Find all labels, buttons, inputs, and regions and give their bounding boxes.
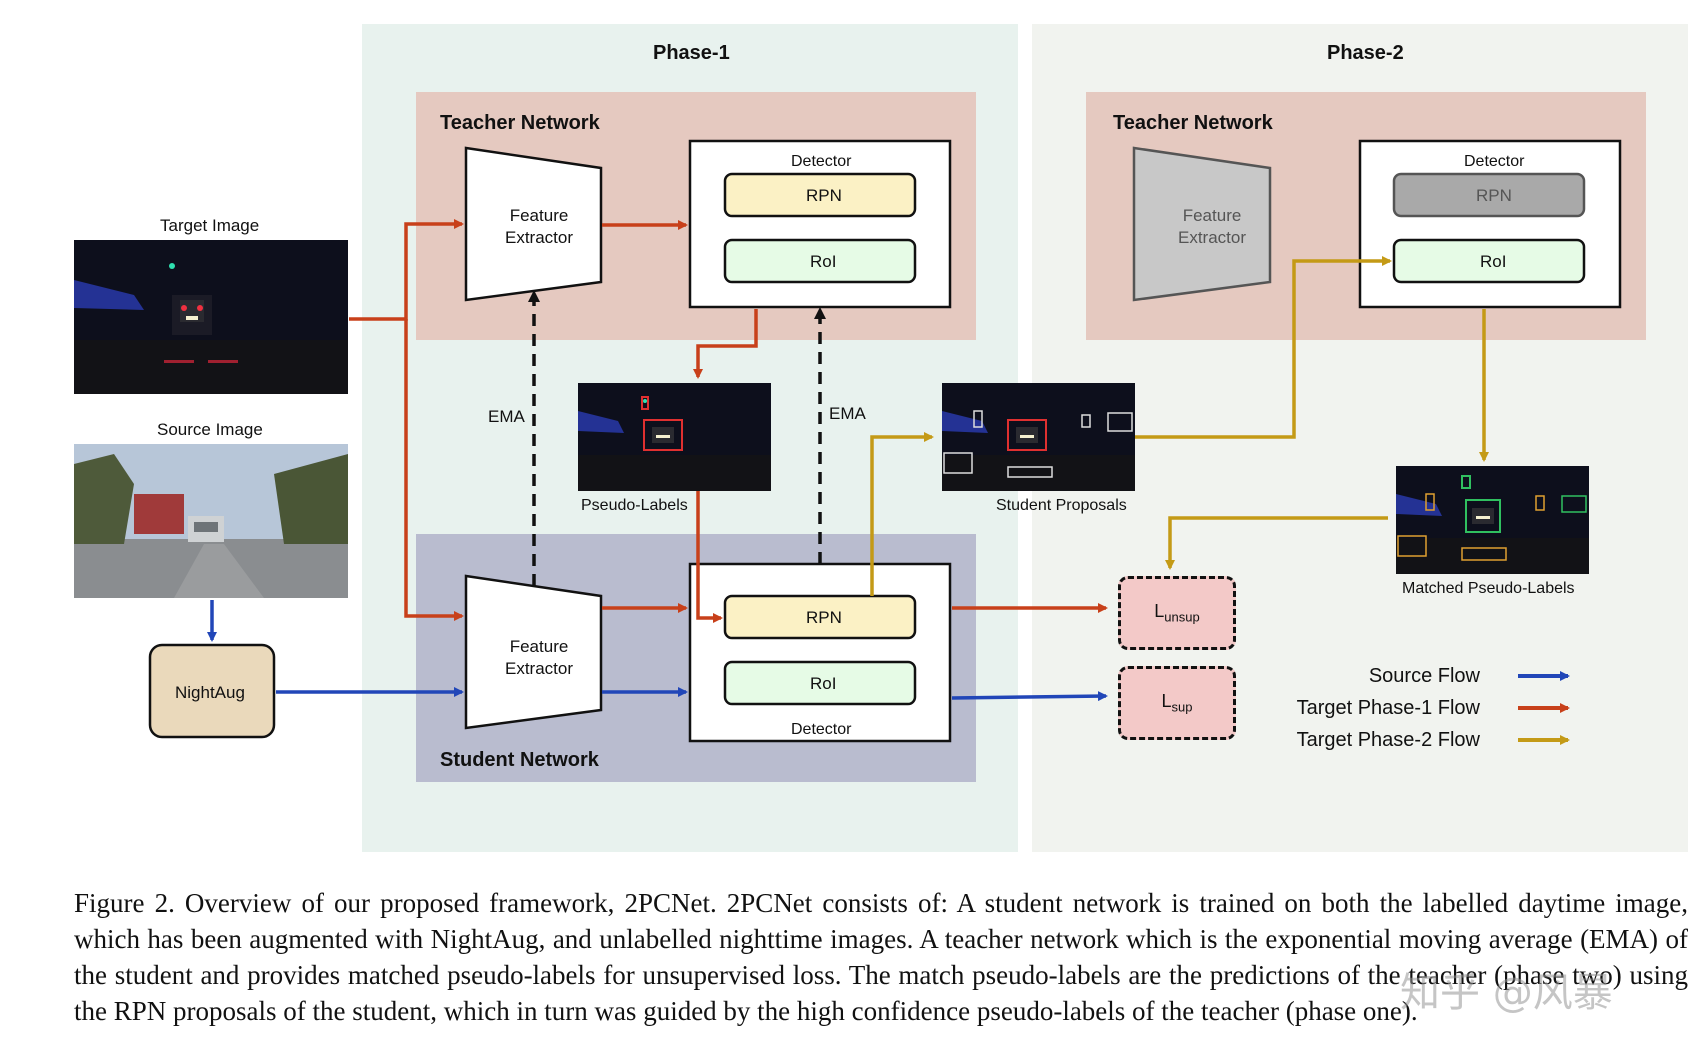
rpn-student: [723, 594, 917, 640]
flow-detector-to-pseudo-labels: [693, 309, 758, 379]
roi-label-student: RoI: [810, 674, 837, 693]
source-image: [74, 444, 348, 598]
flow-target-to-student: [404, 319, 464, 621]
flow-matched-to-lunsup: [1165, 516, 1388, 570]
legend-target-phase2-flow: Target Phase-2 Flow: [1296, 729, 1480, 751]
rpn-teacher-phase1: [723, 172, 917, 218]
student-proposals-label: Student Proposals: [996, 497, 1127, 514]
flow-target-to-teacher: [349, 219, 464, 321]
figure-caption: Figure 2. Overview of our proposed frame…: [74, 888, 1688, 1026]
roi-teacher-phase2: [1392, 238, 1586, 284]
phase2-title: Phase-2: [1327, 42, 1404, 64]
framework-diagram: [148, 24, 1688, 852]
feature-extractor-student: [464, 574, 603, 730]
feature-extractor-label-teacher2: Feature Extractor: [1178, 206, 1247, 247]
flow-student-to-lsup: [951, 691, 1108, 702]
feature-extractor-label-student: Feature Extractor: [505, 637, 574, 678]
flow-proposals-to-roi: [1128, 256, 1392, 439]
roi-label-teacher1: RoI: [810, 252, 837, 271]
ema-label-extractor: EMA: [488, 407, 525, 426]
flow-rpn-to-proposals: [870, 432, 934, 596]
framework-figure: Lunsup Lsup Phase-1 Phase-2 Teacher Netw…: [74, 24, 1688, 852]
loss-sup-label: Lsup: [1161, 691, 1193, 715]
loss-sup-box: Lsup: [1118, 666, 1236, 740]
rpn-teacher-phase2-disabled: [1392, 172, 1586, 218]
roi-student: [723, 660, 917, 706]
roi-label-teacher2: RoI: [1480, 252, 1507, 271]
ema-label-detector: EMA: [829, 404, 866, 423]
detector-label-student: Detector: [791, 721, 852, 738]
roi-teacher-phase1: [723, 238, 917, 284]
student-network-label: Student Network: [440, 749, 599, 771]
phase1-title: Phase-1: [653, 42, 730, 64]
legend-source-flow: Source Flow: [1368, 665, 1480, 687]
pseudo-labels-image: [578, 383, 771, 491]
feature-extractor-teacher-phase1: [464, 146, 603, 302]
legend-target-phase1-flow: Target Phase-1 Flow: [1296, 697, 1480, 719]
flow-pseudo-labels-to-rpn: [696, 490, 723, 623]
target-image: [74, 240, 348, 394]
matched-pseudo-labels-label: Matched Pseudo-Labels: [1402, 580, 1575, 597]
rpn-label-teacher2: RPN: [1476, 186, 1512, 205]
detector-label-teacher2: Detector: [1464, 153, 1525, 170]
student-proposals-image: [942, 383, 1135, 491]
pseudo-labels-label: Pseudo-Labels: [581, 497, 688, 514]
source-image-label: Source Image: [157, 420, 263, 439]
detector-student: [688, 562, 952, 743]
loss-unsup-label: Lunsup: [1154, 601, 1200, 625]
target-image-label: Target Image: [160, 216, 260, 235]
matched-pseudo-labels-image: [1396, 466, 1589, 574]
feature-extractor-label-teacher1: Feature Extractor: [505, 206, 574, 247]
teacher-network-label-phase1: Teacher Network: [440, 112, 600, 134]
nightaug-box: [148, 643, 276, 739]
feature-extractor-teacher-phase2: [1132, 146, 1272, 302]
detector-label-teacher1: Detector: [791, 153, 852, 170]
rpn-label-teacher1: RPN: [806, 186, 842, 205]
teacher-network-label-phase2: Teacher Network: [1113, 112, 1273, 134]
loss-unsup-box: Lunsup: [1118, 576, 1236, 650]
watermark: 知乎 @风暴: [1400, 970, 1613, 1016]
nightaug-label: NightAug: [175, 683, 245, 702]
rpn-label-student: RPN: [806, 608, 842, 627]
